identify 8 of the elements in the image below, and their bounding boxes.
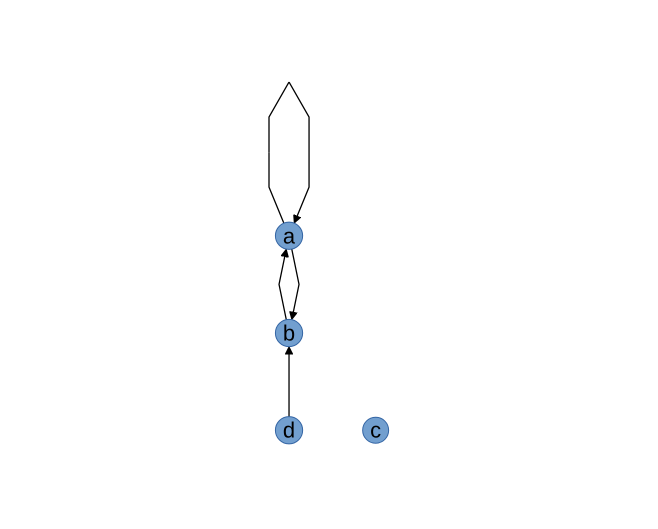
arrow [284,346,294,417]
node-circle: d [275,416,304,444]
arrow [289,249,300,320]
arrow [268,82,310,224]
node-circle: b [275,319,304,348]
arrow [278,248,290,320]
node-circle: a [275,222,304,250]
node-circle: c [362,416,390,444]
